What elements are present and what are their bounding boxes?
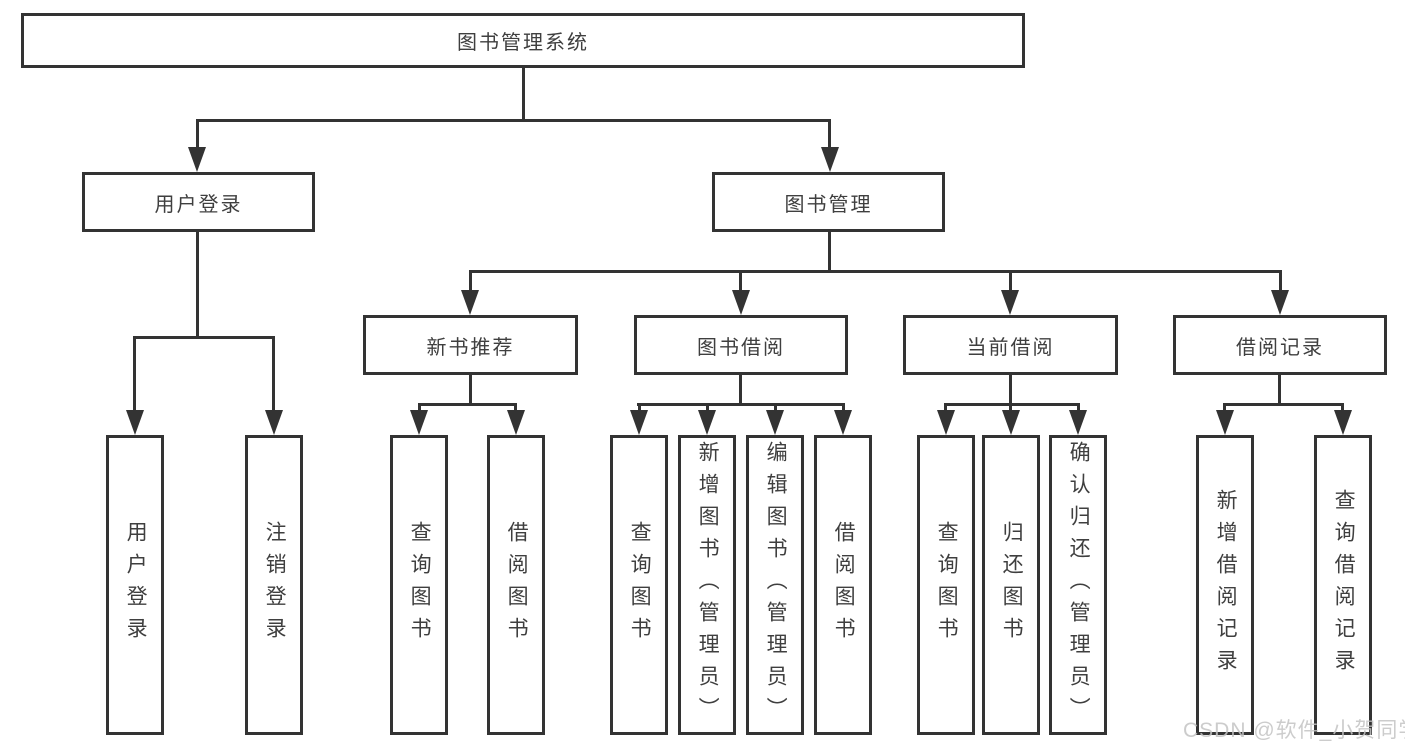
leaf-label: 查询图书 <box>408 521 432 649</box>
arrowhead-down-icon <box>766 410 784 435</box>
connector-vline <box>196 119 199 153</box>
arrowhead-down-icon <box>1216 410 1234 435</box>
connector-vline <box>133 336 136 416</box>
node-label: 用户登录 <box>154 193 243 216</box>
connector-vline <box>469 375 472 404</box>
leaf-label: 注销登录 <box>263 521 287 649</box>
connector-vline <box>828 119 831 153</box>
arrowhead-down-icon <box>630 410 648 435</box>
connector-vline <box>842 403 845 413</box>
leaf-query-books-recommend: 查询图书 <box>390 435 448 735</box>
connector-hline <box>469 270 1282 273</box>
arrowhead-down-icon <box>821 147 839 172</box>
leaf-label: 用户登录 <box>124 521 148 649</box>
connector-vline <box>1341 403 1344 413</box>
connector-vline <box>196 232 199 338</box>
leaf-add-books-admin: 新增图书（管理员） <box>678 435 736 735</box>
arrowhead-down-icon <box>834 410 852 435</box>
connector-vline <box>739 375 742 404</box>
leaf-borrow-books-borrowing: 借阅图书 <box>814 435 872 735</box>
leaf-label: 编辑图书（管理员） <box>764 441 788 729</box>
connector-hline <box>944 403 1080 406</box>
connector-vline <box>514 403 517 413</box>
arrowhead-down-icon <box>461 290 479 315</box>
connector-vline <box>522 68 525 121</box>
arrowhead-down-icon <box>126 410 144 435</box>
node-book-management: 图书管理 <box>712 172 945 232</box>
connector-hline <box>1223 403 1344 406</box>
connector-vline <box>774 403 777 413</box>
node-borrowing-records: 借阅记录 <box>1173 315 1387 375</box>
leaf-return-books: 归还图书 <box>982 435 1040 735</box>
connector-vline <box>1077 403 1080 413</box>
connector-hline <box>418 403 517 406</box>
leaf-label: 查询借阅记录 <box>1332 489 1356 681</box>
connector-vline <box>1279 271 1282 295</box>
arrowhead-down-icon <box>265 410 283 435</box>
connector-vline <box>1223 403 1226 413</box>
connector-hline <box>196 119 831 122</box>
leaf-label: 借阅图书 <box>505 521 529 649</box>
leaf-label: 新增图书（管理员） <box>696 441 720 729</box>
node-label: 新书推荐 <box>426 336 515 359</box>
connector-vline <box>1009 271 1012 295</box>
watermark: CSDN @软件_小贺同学 <box>1183 719 1405 742</box>
arrowhead-down-icon <box>507 410 525 435</box>
connector-vline <box>469 271 472 295</box>
node-label: 图书管理 <box>784 193 873 216</box>
arrowhead-down-icon <box>410 410 428 435</box>
leaf-label: 借阅图书 <box>832 521 856 649</box>
connector-vline <box>944 403 947 413</box>
arrowhead-down-icon <box>1334 410 1352 435</box>
leaf-add-borrow-record: 新增借阅记录 <box>1196 435 1254 735</box>
arrowhead-down-icon <box>1001 290 1019 315</box>
leaf-label: 新增借阅记录 <box>1214 489 1238 681</box>
node-label: 借阅记录 <box>1236 336 1324 359</box>
arrowhead-down-icon <box>188 147 206 172</box>
leaf-label: 确认归还（管理员） <box>1067 441 1091 729</box>
arrowhead-down-icon <box>1271 290 1289 315</box>
leaf-label: 查询图书 <box>628 521 652 649</box>
arrowhead-down-icon <box>732 290 750 315</box>
connector-vline <box>638 403 641 413</box>
connector-vline <box>1009 403 1012 413</box>
leaf-label: 归还图书 <box>1000 521 1024 649</box>
connector-hline <box>133 336 275 339</box>
node-book-management-system: 图书管理系统 <box>21 13 1025 68</box>
leaf-edit-books-admin: 编辑图书（管理员） <box>746 435 804 735</box>
connector-vline <box>828 232 831 272</box>
connector-hline <box>637 403 845 406</box>
arrowhead-down-icon <box>698 410 716 435</box>
node-book-borrowing: 图书借阅 <box>634 315 848 375</box>
connector-vline <box>272 336 275 416</box>
arrowhead-down-icon <box>1069 410 1087 435</box>
leaf-label: 查询图书 <box>935 521 959 649</box>
node-current-borrowing: 当前借阅 <box>903 315 1118 375</box>
node-label: 图书管理系统 <box>457 32 589 54</box>
leaf-query-books-current: 查询图书 <box>917 435 975 735</box>
arrowhead-down-icon <box>937 410 955 435</box>
leaf-borrow-books-recommend: 借阅图书 <box>487 435 545 735</box>
arrowhead-down-icon <box>1002 410 1020 435</box>
connector-vline <box>706 403 709 413</box>
node-new-book-recommendation: 新书推荐 <box>363 315 578 375</box>
connector-vline <box>418 403 421 413</box>
leaf-query-books-borrowing: 查询图书 <box>610 435 668 735</box>
node-label: 图书借阅 <box>697 336 785 359</box>
node-label: 当前借阅 <box>966 336 1055 359</box>
leaf-query-borrow-record: 查询借阅记录 <box>1314 435 1372 735</box>
leaf-user-login: 用户登录 <box>106 435 164 735</box>
connector-vline <box>1278 375 1281 404</box>
leaf-confirm-return-admin: 确认归还（管理员） <box>1049 435 1107 735</box>
leaf-logout-login: 注销登录 <box>245 435 303 735</box>
connector-vline <box>739 271 742 295</box>
connector-vline <box>1009 375 1012 404</box>
node-user-login: 用户登录 <box>82 172 315 232</box>
